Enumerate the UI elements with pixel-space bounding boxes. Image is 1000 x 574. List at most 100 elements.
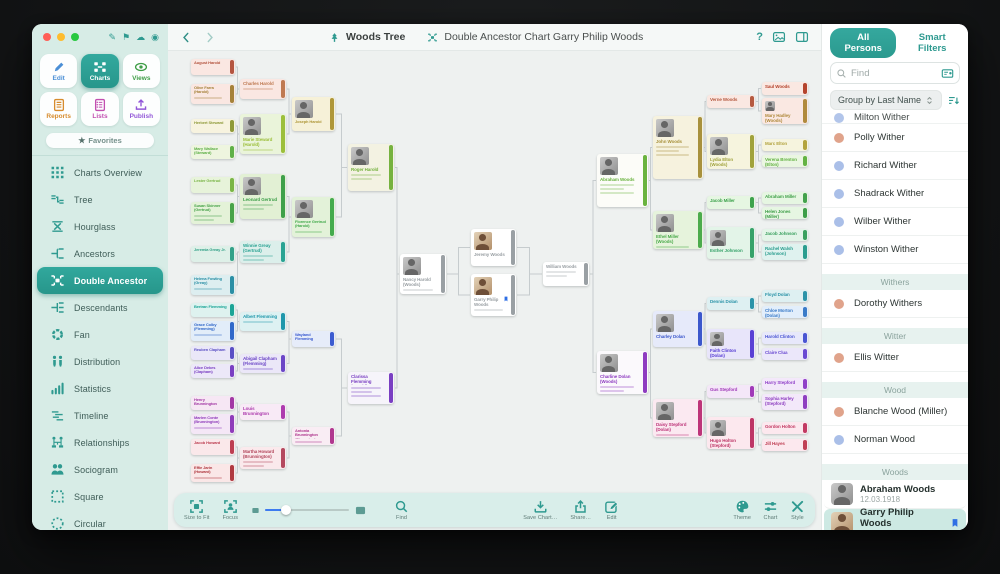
person-node-bertran[interactable]: Bertran Flemming	[191, 303, 235, 317]
person-node-abigail[interactable]: Abigail Clapham (Flemming)	[240, 354, 286, 373]
person-node-florence[interactable]: Florence Gertrud (Harold)	[292, 197, 335, 237]
zoom-button[interactable]	[71, 33, 79, 41]
sidebar-item-tree[interactable]: Tree	[37, 186, 163, 213]
tab-smart-filters[interactable]: Smart Filters	[904, 28, 960, 58]
person-node-charles[interactable]: Charles Harold	[240, 79, 286, 99]
person-node-marie[interactable]: Marie Steward (Harold)	[240, 114, 286, 154]
person-node-louisb[interactable]: Louis Brunnington	[240, 404, 286, 420]
person-node-garry[interactable]: Garry Philip Woods	[471, 274, 516, 316]
sidebar-item-relationships[interactable]: Relationships	[37, 429, 163, 456]
zoom-slider-track[interactable]	[265, 505, 350, 515]
list-item-person[interactable]: Shadrack Wither	[822, 180, 968, 208]
person-node-olive[interactable]: Olive Farra (Harold)	[191, 84, 235, 104]
person-node-effie[interactable]: Effie Jarin (Howard)	[191, 464, 235, 482]
sidebar-item-distribution[interactable]: Distribution	[37, 348, 163, 375]
list-item-person[interactable]: Milton Wither	[822, 112, 968, 124]
person-node-antonia[interactable]: Antonia Brunnington (Flemming)	[292, 427, 335, 445]
list-item-person[interactable]: Richard Wither	[822, 152, 968, 180]
find-field[interactable]: Find	[830, 62, 960, 84]
person-node-herbert[interactable]: Herbert Steward	[191, 119, 235, 133]
nav-button-reports[interactable]: Reports	[40, 92, 78, 126]
style-button[interactable]: Style	[790, 499, 805, 521]
sidebar-quick-icons[interactable]: ✎ ⚑ ☁ ◉	[108, 31, 159, 42]
person-node-daisy[interactable]: Daisy Stepford (Dolan)	[653, 399, 703, 437]
sidebar-item-sociogram[interactable]: Sociogram	[37, 456, 163, 483]
nav-button-views[interactable]: Views	[122, 54, 160, 88]
person-node-martha[interactable]: Martha Howard (Brunnington)	[240, 447, 286, 469]
person-node-maryhadley[interactable]: Mary Hadley (Woods)	[762, 98, 808, 124]
photos-icon[interactable]: ◉	[151, 31, 159, 42]
gallery-view-button[interactable]	[772, 30, 786, 44]
group-by-dropdown[interactable]: Group by Last Name	[830, 90, 942, 110]
list-item-person[interactable]: Blanche Wood (Miller)	[822, 398, 968, 426]
person-node-susan[interactable]: Susan Skinner (Gertrud)	[191, 202, 235, 224]
sidebar-item-hourglass[interactable]: Hourglass	[37, 213, 163, 240]
person-node-wayland[interactable]: Wayland Flemming	[292, 331, 335, 347]
person-node-helena[interactable]: Helena Fowling (Greay)	[191, 275, 235, 295]
back-button[interactable]	[180, 31, 193, 44]
person-node-henry[interactable]: Henry Brunnington	[191, 396, 235, 410]
person-node-ethel[interactable]: Ethel Miller (Woods)	[653, 211, 703, 249]
size-to-fit-button[interactable]: Size to Fit	[184, 499, 210, 521]
person-node-verena[interactable]: Verena Brenton (Elton)	[762, 155, 808, 167]
person-node-jacobjohnson[interactable]: Jacob Johnson	[762, 229, 808, 241]
person-node-marywallace[interactable]: Mary Wallace (Steward)	[191, 145, 235, 159]
person-node-lester[interactable]: Lester Gertrud	[191, 177, 235, 193]
share-button[interactable]: Share…	[570, 499, 591, 521]
person-node-reuben[interactable]: Reuben Clapham	[191, 346, 235, 360]
theme-button[interactable]: Theme	[733, 499, 751, 521]
help-button[interactable]: ?	[756, 31, 763, 43]
list-item-person[interactable]: Polly Wither	[822, 124, 968, 152]
person-node-alicedekes[interactable]: Alice Dekes (Clapham)	[191, 364, 235, 378]
favorites-button[interactable]: ★ Favorites	[46, 133, 154, 148]
sidebar-item-charts-overview[interactable]: Charts Overview	[37, 159, 163, 186]
person-node-charline[interactable]: Charline Dolan (Woods)	[597, 351, 648, 394]
marker-icon[interactable]: ✎	[108, 31, 117, 42]
contact-card-icon[interactable]	[941, 67, 954, 80]
window-controls[interactable]	[43, 33, 79, 41]
sidebar-item-double-ancestor[interactable]: Double Ancestor	[37, 267, 163, 294]
person-node-august[interactable]: August Harold	[191, 59, 235, 75]
person-node-william[interactable]: William Woods	[543, 262, 589, 286]
person-node-haroldclinton[interactable]: Harold Clinton	[762, 332, 808, 344]
close-button[interactable]	[43, 33, 51, 41]
sidebar-item-statistics[interactable]: Statistics	[37, 375, 163, 402]
person-node-harrystepford[interactable]: Harry Stepford	[762, 378, 808, 390]
nav-button-publish[interactable]: Publish	[122, 92, 160, 126]
zoom-slider-knob[interactable]	[281, 505, 292, 515]
list-item-person[interactable]: Norman Wood	[822, 426, 968, 454]
person-node-grace[interactable]: Grace Colby (Flemming)	[191, 321, 235, 341]
person-node-jacobh[interactable]: Jacob Howard	[191, 439, 235, 455]
list-item-person[interactable]: Dorothy Withers	[822, 290, 968, 318]
person-node-faithclinton[interactable]: Faith Clinton (Dolan)	[707, 329, 755, 359]
person-node-verne[interactable]: Verne Woods	[707, 95, 755, 108]
save-chart-button[interactable]: Save Chart…	[523, 499, 557, 521]
person-node-lydia[interactable]: Lydia Elton (Woods)	[707, 134, 755, 169]
person-node-clarissa[interactable]: Clarissa Flemming (Harold)	[348, 372, 394, 404]
person-node-nancy[interactable]: Nancy Harold (Woods)	[400, 254, 446, 294]
forward-button[interactable]	[203, 31, 216, 44]
list-item-person[interactable]: Winston Wither	[822, 236, 968, 264]
chart-settings-button[interactable]: Chart	[763, 499, 778, 521]
person-node-leonard[interactable]: Leonard Gertrud	[240, 174, 286, 219]
person-node-marlen[interactable]: Marlen Conte (Brunnington)	[191, 414, 235, 434]
bookmark-icon[interactable]: ⚑	[122, 31, 131, 42]
person-node-abrahamW[interactable]: Abraham Woods	[597, 154, 648, 207]
nav-button-lists[interactable]: Lists	[81, 92, 119, 126]
minimize-button[interactable]	[57, 33, 65, 41]
person-node-sophiaharley[interactable]: Sophia Harley (Stepford)	[762, 394, 808, 410]
person-node-jillhayes[interactable]: Jill Hayes	[762, 439, 808, 451]
person-node-jacobmiller[interactable]: Jacob Miller	[707, 196, 755, 209]
person-node-charleydolan[interactable]: Charley Dolan	[653, 311, 703, 347]
edit-chart-button[interactable]: Edit	[604, 499, 619, 521]
person-node-chloemorton[interactable]: Chloe Morton (Dolan)	[762, 306, 808, 318]
person-node-winnie[interactable]: Winnie Greay (Gertrud)	[240, 241, 286, 263]
tab-all-persons[interactable]: All Persons	[830, 28, 897, 58]
cloud-icon[interactable]: ☁	[136, 31, 146, 42]
find-button[interactable]: Find	[394, 499, 409, 521]
sidebar-item-ancestors[interactable]: Ancestors	[37, 240, 163, 267]
person-node-marcelton[interactable]: Marc Elton	[762, 139, 808, 151]
sidebar-item-descendants[interactable]: Descendants	[37, 294, 163, 321]
list-item-person[interactable]: Ellis Witter	[822, 344, 968, 372]
